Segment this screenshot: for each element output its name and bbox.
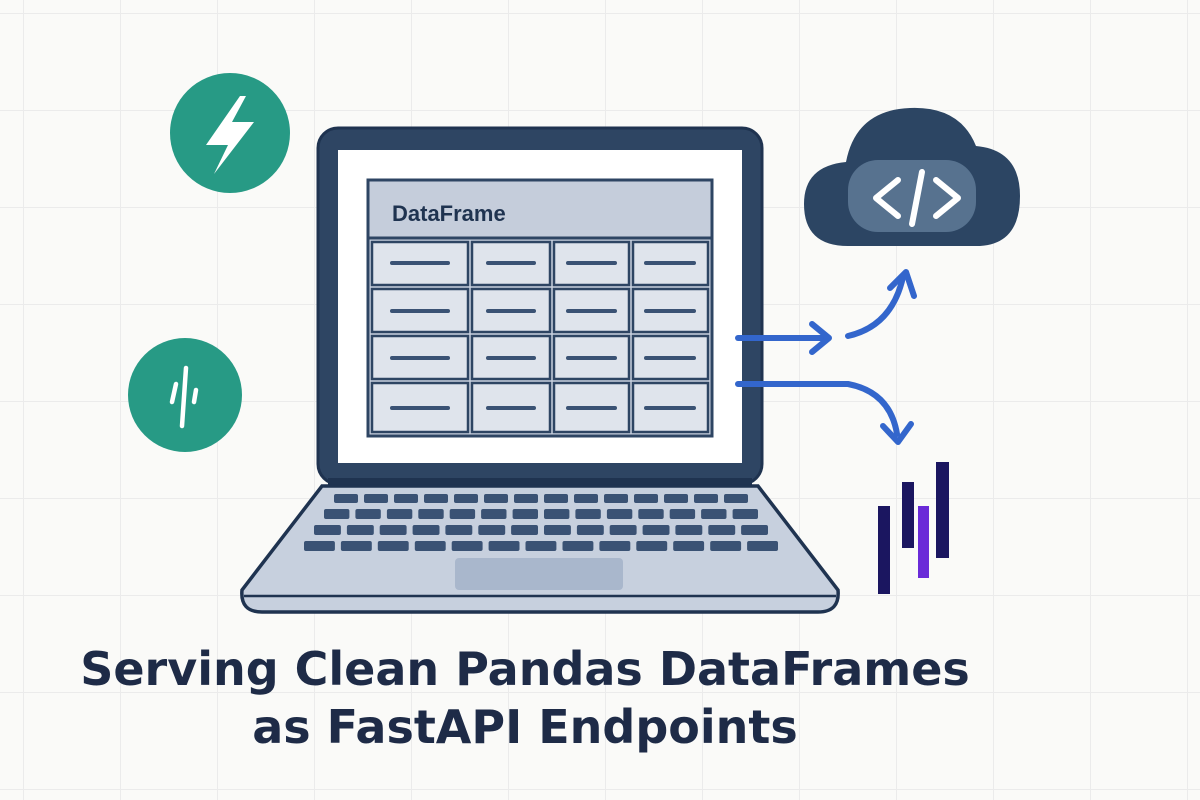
keyboard-key [314,525,341,535]
keyboard-key [324,509,350,519]
keyboard-key [481,509,507,519]
keyboard-key [673,541,705,551]
keyboard-key [414,541,446,551]
keyboard-key [724,494,748,503]
keyboard-key [304,541,335,551]
cloud-code-icon [804,107,1020,247]
keyboard-key [562,541,594,551]
keyboard-key [710,541,742,551]
pandas-badge [128,338,242,452]
lightning-bolt-icon [206,96,254,174]
keyboard-key [544,509,570,519]
keyboard-key [346,525,374,535]
keyboard-key [669,509,696,519]
keyboard-key [741,525,768,535]
keyboard-key [355,509,381,519]
keyboard-key [747,541,778,551]
keyboard-key [675,525,703,535]
keyboard-key [424,494,448,503]
keyboard-keys [304,494,778,551]
keyboard-key [511,525,538,535]
keyboard-key [544,525,571,535]
keyboard-key [638,509,664,519]
keyboard-key [664,494,688,503]
keyboard-key [636,541,668,551]
arrow-to-cloud [845,274,906,339]
keyboard-key [379,525,407,535]
keyboard-key [512,509,538,519]
keyboard-key [525,541,557,551]
pandas-bars-icon [169,365,199,429]
keyboard-key [604,494,628,503]
keyboard-key [642,525,670,535]
keyboard-key [334,494,358,503]
keyboard-key [609,525,637,535]
keyboard-key [418,509,444,519]
keyboard-key [514,494,538,503]
keyboard-key [488,541,520,551]
laptop: DataFrame [240,126,840,614]
keyboard-key [484,494,508,503]
arrow-to-chart [735,381,900,437]
keyboard-key [386,509,413,519]
table-header-label: DataFrame [392,201,506,226]
keyboard-key [574,494,598,503]
title-line-1: Serving Clean Pandas DataFrames [80,642,970,696]
table-cells [370,240,710,434]
keyboard-key [708,525,736,535]
cell-placeholders [390,261,696,410]
keyboard-key [377,541,409,551]
keyboard-key [394,494,418,503]
keyboard-key [445,525,473,535]
keyboard-key [449,509,476,519]
keyboard-key [478,525,506,535]
keyboard-key [606,509,633,519]
page-title: Serving Clean Pandas DataFrames as FastA… [0,640,1050,756]
keyboard-key [544,494,568,503]
keyboard-key [364,494,388,503]
keyboard-key [451,541,483,551]
pandas-logo-bars-icon [878,462,949,594]
keyboard-key [701,509,727,519]
keyboard-key [732,509,758,519]
keyboard-key [412,525,440,535]
keyboard-key [634,494,658,503]
keyboard-key [599,541,631,551]
keyboard-key [454,494,478,503]
keyboard-key [694,494,718,503]
touchpad [455,558,623,590]
title-line-2: as FastAPI Endpoints [252,700,798,754]
keyboard-key [576,525,604,535]
keyboard-key [575,509,601,519]
keyboard-key [340,541,372,551]
data-flow-arrows [735,269,917,445]
fastapi-badge [170,73,290,193]
